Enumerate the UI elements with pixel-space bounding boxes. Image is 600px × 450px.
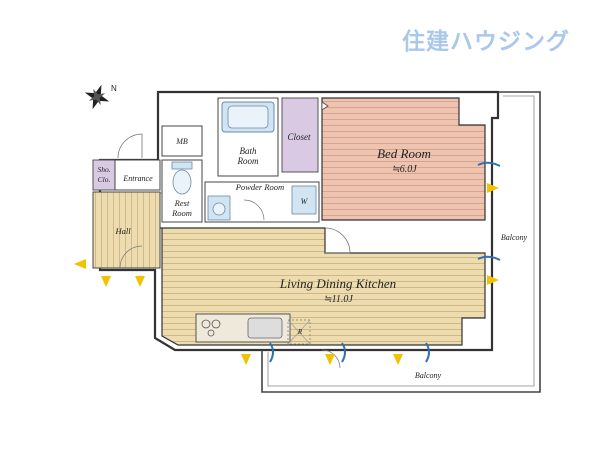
light-arrow-icon (393, 354, 403, 365)
closet-door-icon (321, 101, 329, 111)
mb-box (161, 125, 203, 157)
wind-arrows (269, 161, 501, 363)
kitchen-sink-icon (247, 317, 283, 339)
light-arrow-icon (487, 183, 499, 193)
refrigerator-cross-icon (287, 319, 311, 345)
south-door-icon (321, 349, 341, 369)
refrigerator-space (287, 319, 311, 345)
label-powder: Powder Room (235, 182, 284, 192)
bedroom-floor-ext (459, 125, 485, 220)
label-washer: W (301, 197, 309, 206)
label-bedroom-size: ≒6.0J (391, 164, 417, 175)
label-rest-1: Rest (174, 198, 190, 208)
stove-icon (201, 319, 221, 337)
wind-arrow-icon (341, 342, 346, 363)
bedroom-walls (321, 97, 486, 221)
entrance-area (114, 159, 161, 191)
bathtub-basin-icon (227, 105, 269, 129)
label-bath-2: Room (237, 156, 259, 166)
powder-door-icon (243, 199, 265, 221)
closet-fill (281, 97, 319, 173)
label-closet: Closet (287, 132, 311, 142)
label-rest-2: Room (171, 208, 192, 218)
label-shoe-1: Sho. (97, 165, 110, 174)
wind-arrow-icon (477, 255, 501, 261)
light-arrow-icon (487, 275, 499, 285)
label-shoe-2: Clo. (98, 175, 111, 184)
light-arrow-icon (135, 276, 145, 287)
wind-arrow-icon (269, 342, 274, 363)
label-bedroom-name: Bed Room (377, 146, 431, 161)
wind-arrow-icon (477, 161, 501, 167)
washer-icon (291, 185, 317, 215)
balcony-east-outline (261, 91, 541, 393)
compass-star-icon (84, 84, 110, 110)
light-arrow-icon (74, 259, 86, 269)
label-refrigerator: R (297, 328, 303, 336)
compass: N (84, 84, 117, 110)
label-bath-1: Bath (240, 146, 257, 156)
hall-door-icon (119, 245, 143, 269)
hall-floor (92, 191, 161, 269)
compass-north-label: N (111, 84, 117, 93)
sink-basin-icon (212, 202, 226, 216)
light-arrows (74, 183, 499, 365)
label-ldk-name: Living Dining Kitchen (279, 276, 396, 291)
label-balcony-south: Balcony (415, 371, 442, 380)
light-arrow-icon (325, 354, 335, 365)
bedroom-floor (322, 98, 459, 220)
toilet-tank-icon (171, 161, 193, 170)
label-hall: Hall (114, 226, 131, 236)
light-arrow-icon (101, 276, 111, 287)
company-logo: 住建ハウジング (402, 29, 570, 55)
label-mb: MB (175, 137, 188, 146)
ldk-door-icon (324, 227, 351, 254)
label-entrance: Entrance (122, 174, 153, 183)
balcony-east-inner (267, 95, 535, 387)
label-ldk-size: ≒11.0J (323, 294, 353, 305)
wind-arrow-icon (425, 342, 430, 363)
label-balcony-east: Balcony (501, 233, 528, 242)
entrance-door-icon (117, 133, 143, 159)
light-arrow-icon (241, 354, 251, 365)
toilet-bowl-icon (172, 169, 192, 195)
